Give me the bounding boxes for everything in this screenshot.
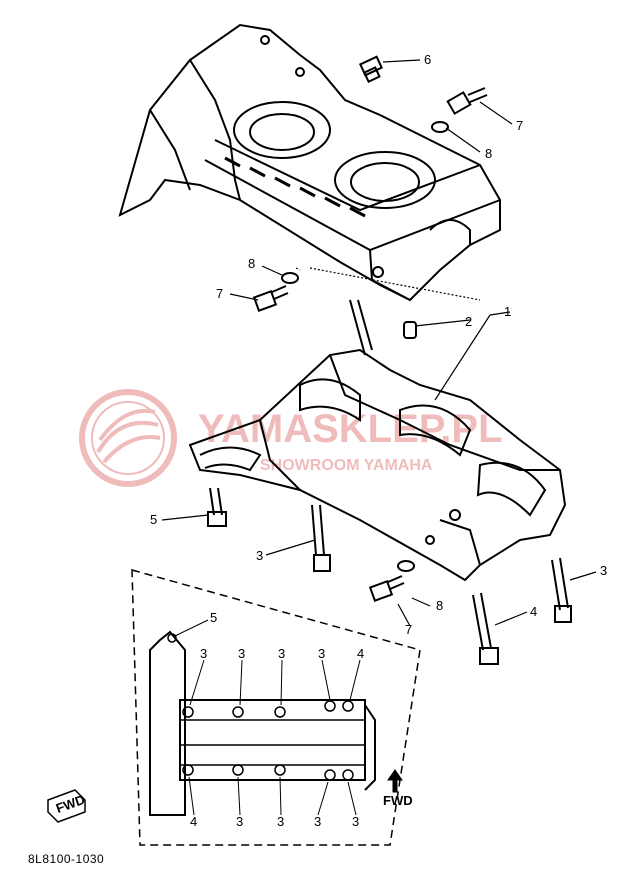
watermark-tagline: SHOWROOM YAMAHA <box>260 457 433 474</box>
upper-crankcase <box>118 23 501 302</box>
callout-6: 6 <box>424 52 431 67</box>
fasteners <box>207 55 572 665</box>
fwd-arrow-icon <box>387 769 403 793</box>
bolt-7-left-icon <box>252 285 289 312</box>
diagram-code: 8L8100-1030 <box>28 852 105 866</box>
inset-callout-3f: 3 <box>277 814 284 829</box>
inset-callout-3e: 3 <box>236 814 243 829</box>
inset-callout-3h: 3 <box>352 814 359 829</box>
inset-bolt-holes <box>167 633 354 781</box>
inset-callout-3c: 3 <box>278 646 285 661</box>
inset-callout-4a: 4 <box>357 646 364 661</box>
fwd-badge-icon: FWD <box>47 789 87 823</box>
callout-5: 5 <box>150 512 157 527</box>
washer-8-left-icon <box>281 272 299 284</box>
callout-2: 2 <box>465 314 472 329</box>
callout-8-upper: 8 <box>485 146 492 161</box>
callout-1: 1 <box>504 304 511 319</box>
bolt-4-icon <box>472 592 499 665</box>
washer-8-upper-icon <box>431 121 449 133</box>
watermark: YAMASKLEP.PL SHOWROOM YAMAHA <box>79 389 503 487</box>
fitting-6-icon <box>358 55 384 83</box>
callout-4: 4 <box>530 604 537 619</box>
bolt-3-left-icon <box>311 504 331 572</box>
callout-3-left: 3 <box>256 548 263 563</box>
callout-7-left: 7 <box>216 286 223 301</box>
callout-7-lower: 7 <box>405 622 412 637</box>
bolt-7-lower-icon <box>368 575 405 602</box>
leader-lines <box>161 59 597 627</box>
lower-crankcase <box>188 299 567 582</box>
callout-7-upper: 7 <box>516 118 523 133</box>
inset-callout-3d: 3 <box>318 646 325 661</box>
callout-3-right: 3 <box>600 563 607 578</box>
bolt-3-right-icon <box>551 557 572 623</box>
bottom-view-inset <box>131 569 421 846</box>
washer-8-lower-icon <box>397 560 415 572</box>
dowel-pin-2-icon <box>403 321 417 339</box>
inset-callout-3g: 3 <box>314 814 321 829</box>
callout-numbers: 6 7 8 8 7 2 1 5 3 3 4 8 7 5 3 3 3 3 4 4 … <box>150 52 607 829</box>
bolt-5-icon <box>207 487 227 527</box>
inset-callout-3b: 3 <box>238 646 245 661</box>
watermark-logo-icon <box>79 389 177 487</box>
bolt-7-upper-icon <box>446 87 488 115</box>
inset-callout-3a: 3 <box>200 646 207 661</box>
inset-callout-5: 5 <box>210 610 217 625</box>
callout-8-left: 8 <box>248 256 255 271</box>
fwd-label: FWD <box>383 793 413 808</box>
callout-8-lower: 8 <box>436 598 443 613</box>
inset-callout-4b: 4 <box>190 814 197 829</box>
